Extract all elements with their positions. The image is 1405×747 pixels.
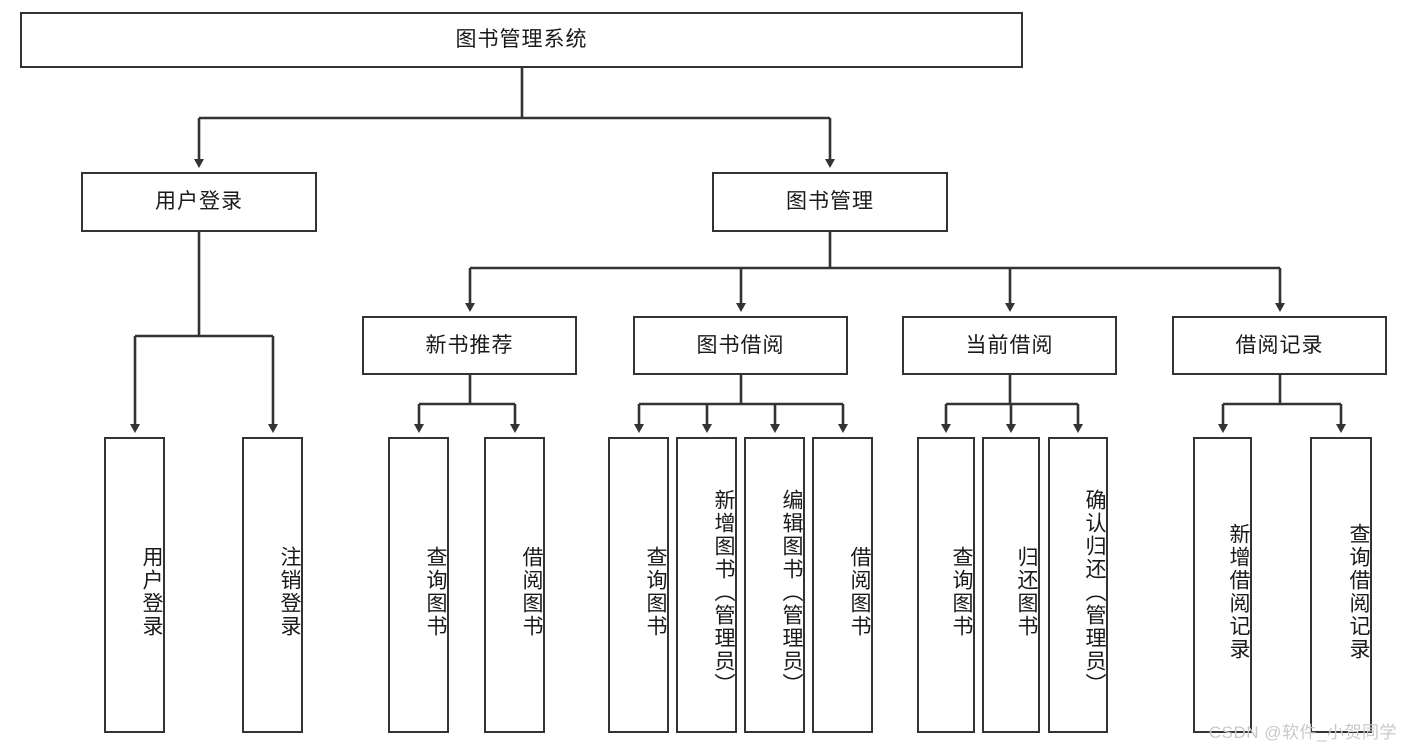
leaf-user-login[interactable]: 用户登录 xyxy=(104,437,165,733)
node-label: 新增借阅记录 xyxy=(1227,523,1250,661)
node-label: 用户登录 xyxy=(140,546,163,638)
csdn-watermark: CSDN @软件_小贺同学 xyxy=(1208,723,1397,742)
node-label: 借阅记录 xyxy=(1235,333,1324,357)
leaf-current-confirm-return-admin[interactable]: 确认归还（管理员） xyxy=(1048,437,1108,733)
leaf-user-logout[interactable]: 注销登录 xyxy=(242,437,303,733)
node-root-system[interactable]: 图书管理系统 xyxy=(20,12,1023,68)
node-label: 用户登录 xyxy=(155,190,243,214)
node-label: 当前借阅 xyxy=(965,333,1054,357)
node-borrow-record[interactable]: 借阅记录 xyxy=(1172,316,1387,375)
node-label: 查询借阅记录 xyxy=(1347,523,1370,661)
node-label: 查询图书 xyxy=(644,546,667,638)
node-user-login[interactable]: 用户登录 xyxy=(81,172,317,232)
node-label: 归还图书 xyxy=(1015,546,1038,638)
leaf-borrow-borrow-book[interactable]: 借阅图书 xyxy=(812,437,873,733)
node-label: 借阅图书 xyxy=(520,546,543,638)
leaf-recommend-borrow-book[interactable]: 借阅图书 xyxy=(484,437,545,733)
leaf-current-return-book[interactable]: 归还图书 xyxy=(982,437,1040,733)
leaf-record-add[interactable]: 新增借阅记录 xyxy=(1193,437,1252,733)
node-label: 查询图书 xyxy=(424,546,447,638)
node-current-borrow[interactable]: 当前借阅 xyxy=(902,316,1117,375)
node-book-borrow[interactable]: 图书借阅 xyxy=(633,316,848,375)
node-label: 注销登录 xyxy=(278,546,301,638)
node-new-book-recommend[interactable]: 新书推荐 xyxy=(362,316,577,375)
node-label: 图书管理 xyxy=(786,190,874,214)
node-label: 图书管理系统 xyxy=(455,28,588,52)
node-label: 确认归还（管理员） xyxy=(1083,488,1106,696)
leaf-current-query-book[interactable]: 查询图书 xyxy=(917,437,975,733)
node-label: 编辑图书（管理员） xyxy=(780,488,803,696)
node-label: 新增图书（管理员） xyxy=(712,488,735,696)
leaf-record-query[interactable]: 查询借阅记录 xyxy=(1310,437,1372,733)
leaf-borrow-edit-book-admin[interactable]: 编辑图书（管理员） xyxy=(744,437,805,733)
node-label: 图书借阅 xyxy=(696,333,785,357)
node-label: 查询图书 xyxy=(950,546,973,638)
node-book-management[interactable]: 图书管理 xyxy=(712,172,948,232)
leaf-borrow-query-book[interactable]: 查询图书 xyxy=(608,437,669,733)
leaf-borrow-add-book-admin[interactable]: 新增图书（管理员） xyxy=(676,437,737,733)
leaf-recommend-query-book[interactable]: 查询图书 xyxy=(388,437,449,733)
node-label: 新书推荐 xyxy=(425,333,514,357)
node-label: 借阅图书 xyxy=(848,546,871,638)
